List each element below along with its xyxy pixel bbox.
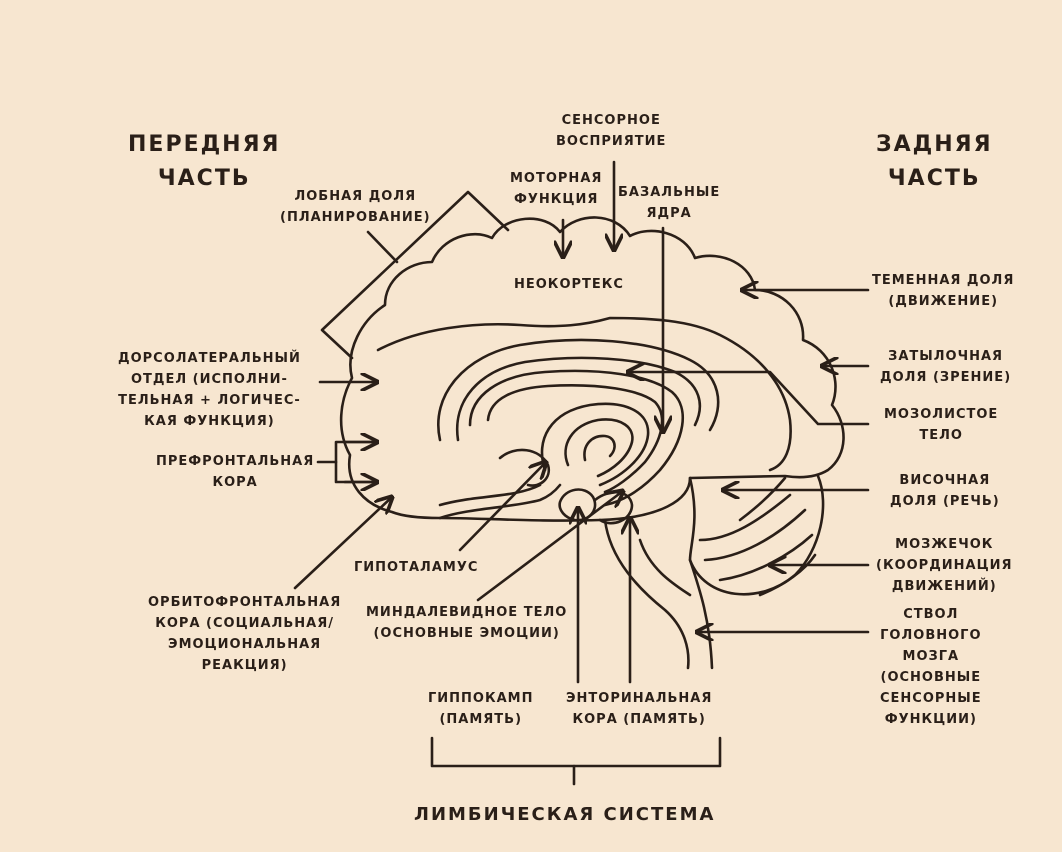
cerebellum-fold-5 [758, 553, 817, 597]
cerebellum-outline [688, 474, 825, 596]
fornix-outer [468, 369, 685, 507]
brain-outline [339, 216, 845, 522]
label-temporal-1: ВИСОЧНАЯ [899, 473, 991, 488]
label-entorhinal: ЭНТОРИНАЛЬНАЯ КОРА (ПАМЯТЬ) [566, 688, 712, 730]
label-basal-2: ЯДРА [646, 206, 692, 221]
label-frontal-lobe-2: (ПЛАНИРОВАНИЕ) [280, 210, 431, 225]
back-header-line-1: ЗАДНЯЯ [876, 132, 993, 157]
label-occipital-1: ЗАТЫЛОЧНАЯ [888, 349, 1004, 364]
label-hippocampus: ГИППОКАМП (ПАМЯТЬ) [428, 688, 533, 730]
label-orbitofrontal-4: РЕАКЦИЯ) [201, 658, 288, 673]
leader-corpus [628, 372, 870, 426]
label-dorsolateral: ДОРСОЛАТЕРАЛЬНЫЙ ОТДЕЛ (ИСПОЛНИ- ТЕЛЬНАЯ… [118, 348, 301, 432]
label-brainstem-1: СТВОЛ [903, 607, 959, 622]
label-prefrontal: ПРЕФРОНТАЛЬНАЯ КОРА [156, 451, 314, 493]
label-corpus-2: ТЕЛО [919, 428, 963, 443]
orbital-tail-2 [438, 483, 542, 507]
label-dorsolateral-1: ДОРСОЛАТЕРАЛЬНЫЙ [118, 351, 301, 366]
label-temporal: ВИСОЧНАЯ ДОЛЯ (РЕЧЬ) [890, 470, 1000, 512]
label-neocortex: НЕОКОРТЕКС [514, 277, 624, 292]
label-dorsolateral-4: КАЯ ФУНКЦИЯ) [144, 414, 275, 429]
thalamus-swirl [540, 402, 650, 487]
label-basal: БАЗАЛЬНЫЕ ЯДРА [618, 182, 720, 224]
brainstem-mid [638, 538, 692, 597]
label-entorhinal-2: КОРА (ПАМЯТЬ) [572, 712, 706, 727]
brainstem-front [603, 518, 690, 670]
label-occipital-2: ДОЛЯ (ЗРЕНИЕ) [880, 370, 1012, 385]
back-header-line-2: ЧАСТЬ [887, 166, 981, 191]
label-cerebellum: МОЗЖЕЧОК (КООРДИНАЦИЯ ДВИЖЕНИЙ) [876, 534, 1013, 597]
back-header: ЗАДНЯЯ ЧАСТЬ [876, 128, 993, 196]
thalamus-swirl-inner [564, 418, 634, 478]
corpus-callosum-inner [455, 356, 702, 442]
label-entorhinal-1: ЭНТОРИНАЛЬНАЯ [566, 691, 713, 706]
label-orbitofrontal-2: КОРА (СОЦИАЛЬНАЯ/ [155, 616, 334, 631]
label-brainstem-6: ФУНКЦИИ) [884, 712, 977, 727]
label-amygdala-2: (ОСНОВНЫЕ ЭМОЦИИ) [373, 626, 560, 641]
brainstem-back [688, 558, 714, 670]
label-cerebellum-1: МОЗЖЕЧОК [895, 537, 994, 552]
label-motor-1: МОТОРНАЯ [510, 171, 603, 186]
label-limbic-system: ЛИМБИЧЕСКАЯ СИСТЕМА [414, 804, 716, 825]
label-occipital: ЗАТЫЛОЧНАЯ ДОЛЯ (ЗРЕНИЕ) [880, 346, 1011, 388]
front-header: ПЕРЕДНЯЯ ЧАСТЬ [128, 128, 280, 196]
label-brainstem-4: (ОСНОВНЫЕ [880, 670, 982, 685]
label-hippocampus-1: ГИППОКАМП [428, 691, 534, 706]
label-brainstem-3: МОЗГА [902, 649, 960, 664]
label-brainstem-5: СЕНСОРНЫЕ [880, 691, 982, 706]
label-brainstem: СТВОЛ ГОЛОВНОГО МОЗГА (ОСНОВНЫЕ СЕНСОРНЫ… [880, 604, 982, 730]
label-cerebellum-3: ДВИЖЕНИЙ) [891, 579, 997, 594]
label-parietal-2: (ДВИЖЕНИЕ) [888, 294, 999, 309]
orbital-tail [438, 483, 562, 520]
label-motor-2: ФУНКЦИЯ [514, 192, 599, 207]
label-parietal-1: ТЕМЕННАЯ ДОЛЯ [872, 273, 1015, 288]
label-brainstem-2: ГОЛОВНОГО [880, 628, 982, 643]
thalamus-curl [583, 434, 616, 462]
label-prefrontal-2: КОРА [212, 475, 258, 490]
cerebellum-fold-1 [698, 493, 792, 542]
label-sensory-1: СЕНСОРНОЕ [561, 113, 661, 128]
corpus-callosum-outer [437, 338, 720, 442]
front-header-line-1: ПЕРЕДНЯЯ [128, 132, 281, 157]
label-corpus-1: МОЗОЛИСТОЕ [884, 407, 999, 422]
label-temporal-2: ДОЛЯ (РЕЧЬ) [890, 494, 1000, 509]
cerebellum-fold-2 [703, 508, 807, 562]
label-cerebellum-2: (КООРДИНАЦИЯ [876, 558, 1013, 573]
front-header-line-2: ЧАСТЬ [157, 166, 251, 191]
limbic-bracket [430, 736, 722, 768]
label-frontal-lobe-1: ЛОБНАЯ ДОЛЯ [294, 189, 417, 204]
label-hippocampus-2: (ПАМЯТЬ) [439, 712, 523, 727]
fornix-inner [486, 384, 664, 494]
label-dorsolateral-3: ТЕЛЬНАЯ + ЛОГИЧЕС- [118, 393, 301, 408]
label-basal-1: БАЗАЛЬНЫЕ [618, 185, 721, 200]
label-sensory: СЕНСОРНОЕ ВОСПРИЯТИЕ [556, 110, 666, 152]
label-orbitofrontal: ОРБИТОФРОНТАЛЬНАЯ КОРА (СОЦИАЛЬНАЯ/ ЭМОЦ… [148, 592, 341, 676]
label-motor: МОТОРНАЯ ФУНКЦИЯ [510, 168, 602, 210]
label-frontal-lobe: ЛОБНАЯ ДОЛЯ (ПЛАНИРОВАНИЕ) [280, 186, 431, 228]
label-hypothalamus: ГИПОТАЛАМУС [354, 560, 479, 575]
leader-orbitofrontal [293, 497, 392, 590]
label-orbitofrontal-3: ЭМОЦИОНАЛЬНАЯ [168, 637, 322, 652]
leader-frontal [366, 230, 399, 264]
cerebellum-fold-4 [738, 476, 787, 522]
label-amygdala-1: МИНДАЛЕВИДНОЕ ТЕЛО [366, 605, 568, 620]
label-parietal: ТЕМЕННАЯ ДОЛЯ (ДВИЖЕНИЕ) [872, 270, 1014, 312]
neocortex-inner-contour [376, 316, 792, 472]
label-sensory-2: ВОСПРИЯТИЕ [556, 134, 667, 149]
label-corpus-callosum: МОЗОЛИСТОЕ ТЕЛО [884, 404, 998, 446]
label-prefrontal-1: ПРЕФРОНТАЛЬНАЯ [156, 454, 315, 469]
label-dorsolateral-2: ОТДЕЛ (ИСПОЛНИ- [130, 372, 288, 387]
label-amygdala: МИНДАЛЕВИДНОЕ ТЕЛО (ОСНОВНЫЕ ЭМОЦИИ) [366, 602, 567, 644]
leader-amygdala [476, 491, 623, 602]
leader-prefrontal [334, 440, 379, 484]
leader-hypothalamus [458, 462, 546, 552]
label-orbitofrontal-1: ОРБИТОФРОНТАЛЬНАЯ [148, 595, 342, 610]
